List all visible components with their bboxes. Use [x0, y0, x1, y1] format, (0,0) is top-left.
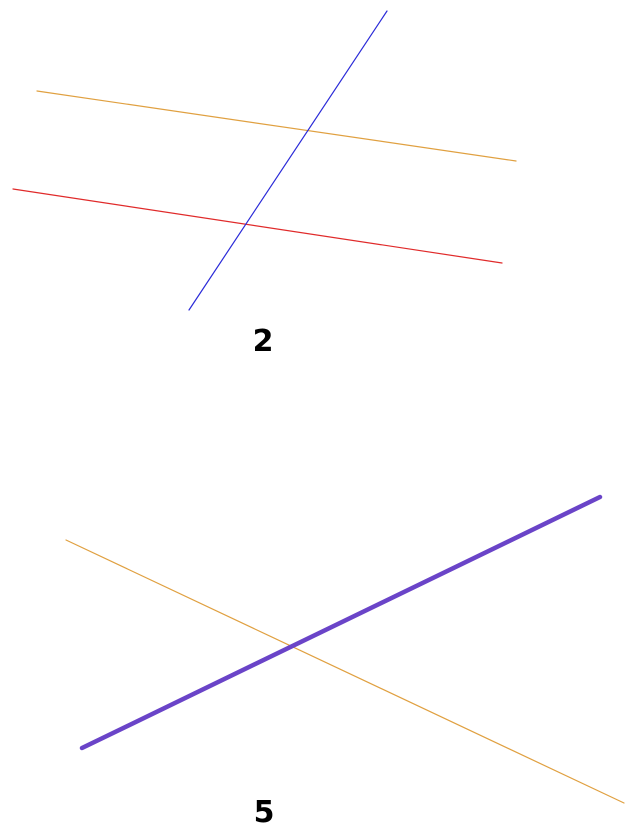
figure-5-orange-line: [65, 539, 625, 804]
figure-2: 2: [12, 10, 517, 359]
figure-2-label: 2: [253, 324, 274, 359]
figure-5-label: 5: [254, 795, 275, 830]
figure-2-red-line: [12, 188, 503, 264]
figure-5-purple-line: [79, 494, 603, 751]
figure-2-orange-line: [36, 90, 517, 162]
figure-2-blue-line: [188, 10, 388, 311]
figure-5: 5: [65, 494, 625, 830]
